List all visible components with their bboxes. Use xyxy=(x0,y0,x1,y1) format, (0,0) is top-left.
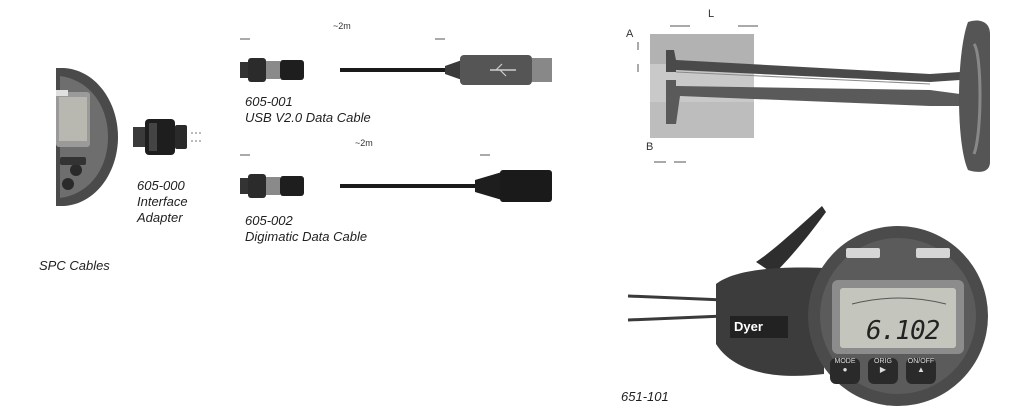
dimension-label-b: B xyxy=(646,141,654,153)
adapter-part-number: 605-000 xyxy=(137,178,185,193)
digimatic-cable-part-number: 605-002 xyxy=(245,213,293,228)
interface-adapter-image xyxy=(133,119,203,155)
play-icon: ▶ xyxy=(879,365,887,374)
digimatic-cable-length-label: ~2m xyxy=(355,138,373,148)
usb-cable-part-number: 605-001 xyxy=(245,94,293,109)
usb-length-dimension xyxy=(240,38,445,40)
mode-button-label: MODE xyxy=(834,358,856,365)
orig-button[interactable]: ORIG ▶ xyxy=(868,358,898,384)
adapter-label-line1: Interface xyxy=(137,194,188,209)
digimatic-length-dimension xyxy=(240,154,490,156)
gauge-display-reading: 6.102 xyxy=(866,316,940,346)
dyer-brand-logo: Dyer xyxy=(734,319,763,334)
usb-trident-icon xyxy=(490,63,516,77)
dyer-gauge-image xyxy=(627,206,988,406)
orig-button-label: ORIG xyxy=(874,358,892,365)
adapter-label-line2: Adapter xyxy=(137,210,183,225)
usb-cable-image xyxy=(240,55,552,85)
mode-button[interactable]: MODE ● xyxy=(830,358,860,384)
on-off-button[interactable]: ON/OFF ▲ xyxy=(906,358,936,384)
usb-cable-length-label: ~2m xyxy=(333,21,351,31)
dimension-label-l: L xyxy=(708,8,715,20)
usb-cable-name: USB V2.0 Data Cable xyxy=(245,110,371,125)
gauge-part-number: 651-101 xyxy=(621,389,669,404)
power-icon: ▲ xyxy=(917,365,925,374)
spc-cables-caption: SPC Cables xyxy=(39,258,110,273)
jaw-dimension-diagram xyxy=(637,20,990,172)
mode-icon: ● xyxy=(842,365,848,374)
digimatic-cable-name: Digimatic Data Cable xyxy=(245,229,368,244)
on-off-button-label: ON/OFF xyxy=(907,358,935,365)
dimension-label-a: A xyxy=(626,28,634,40)
digimatic-cable-image xyxy=(240,170,552,202)
gauge-partial-image xyxy=(56,68,118,206)
